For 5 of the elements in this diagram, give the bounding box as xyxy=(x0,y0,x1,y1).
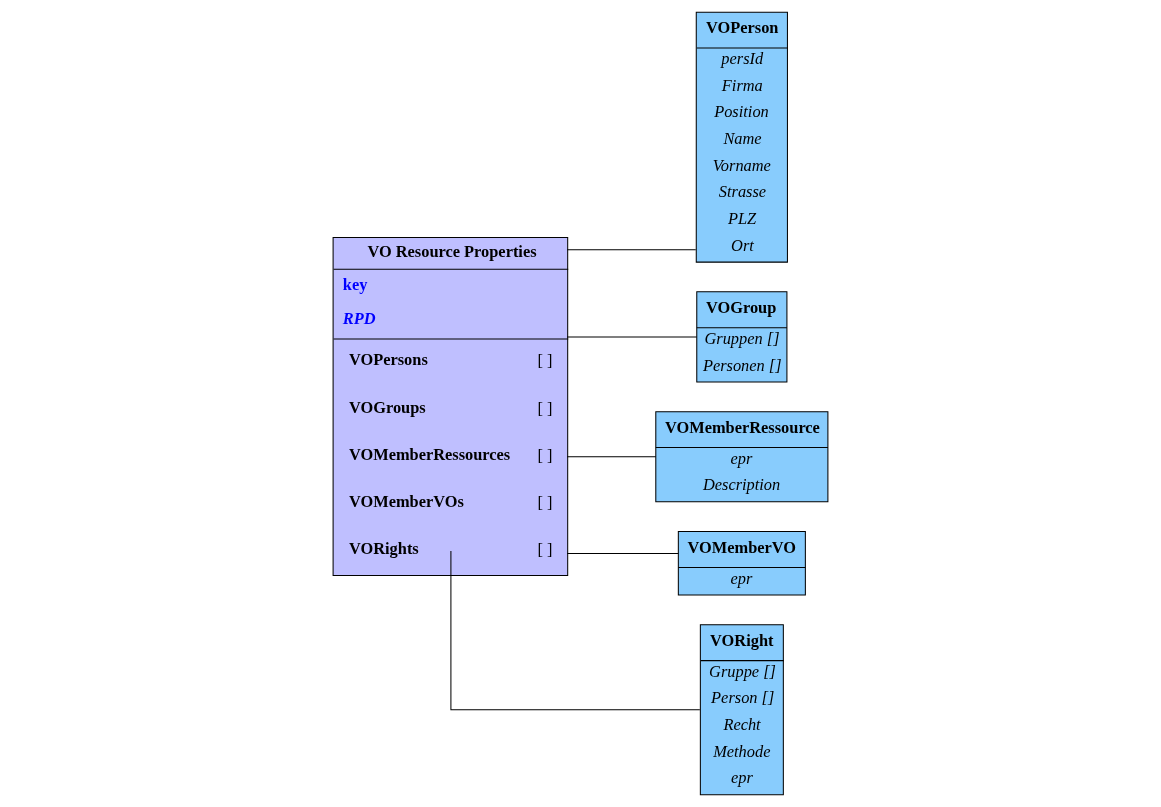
connector xyxy=(566,553,679,555)
connector xyxy=(566,456,657,458)
connector xyxy=(450,550,701,711)
connector xyxy=(566,336,698,338)
connector xyxy=(566,249,697,251)
